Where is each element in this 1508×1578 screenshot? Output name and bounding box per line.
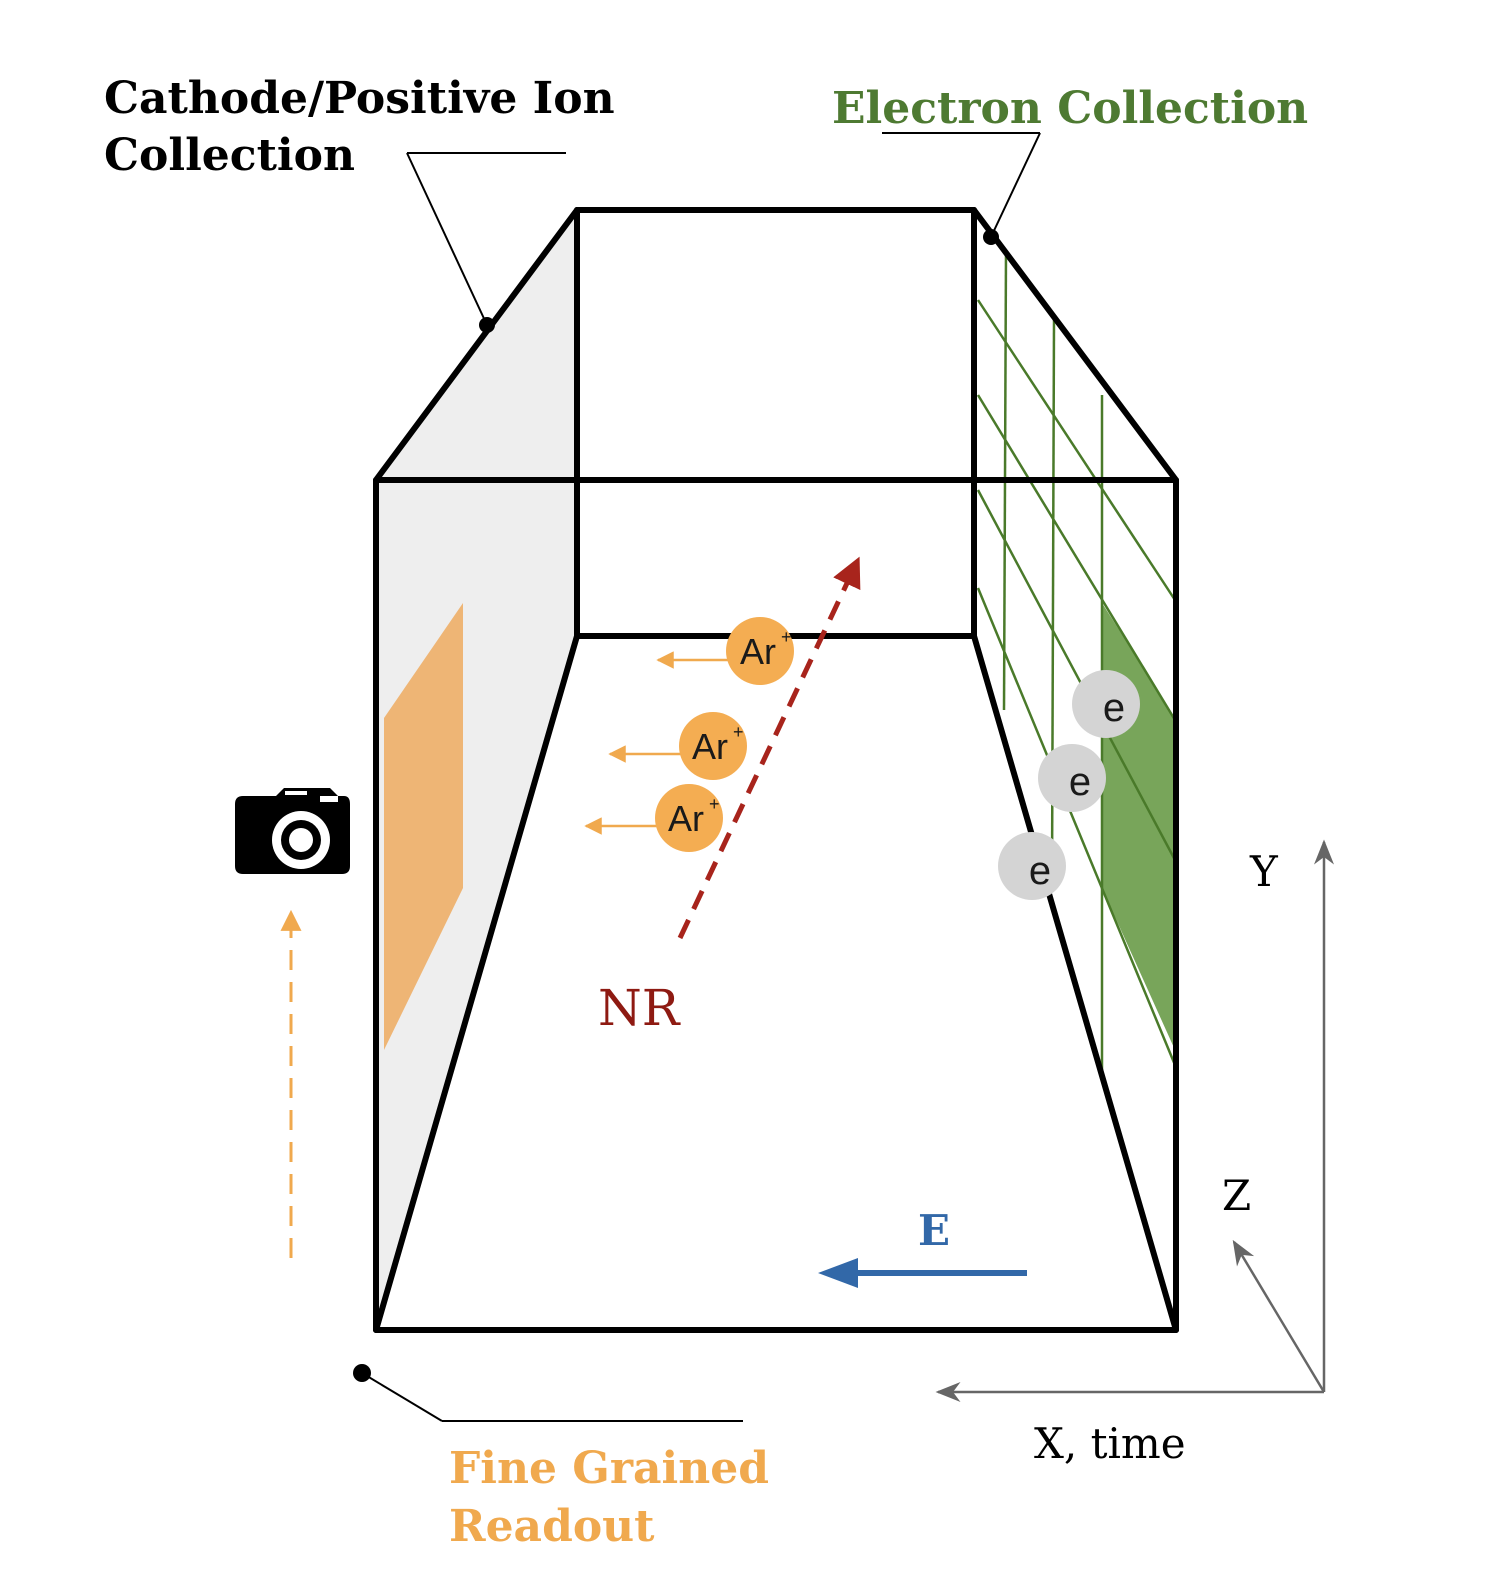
ion-ar-2: Ar +: [679, 712, 747, 780]
fine-readout-label-line1: Fine Grained: [449, 1443, 769, 1494]
fine-readout-patch: [384, 603, 463, 1050]
axis-y-label: Y: [1249, 847, 1279, 896]
nr-track-arrow: [677, 556, 861, 940]
detector-frame: [373, 207, 1179, 1333]
axis-z-label: Z: [1222, 1171, 1251, 1220]
svg-text:Ar: Ar: [740, 631, 776, 672]
axis-z: [1232, 1239, 1326, 1393]
ion-ar-3: Ar +: [655, 784, 723, 852]
cathode-label-line2: Collection: [104, 130, 355, 181]
axis-x-label: X, time: [1034, 1419, 1186, 1468]
nr-label: NR: [598, 979, 681, 1037]
svg-text:+: +: [781, 627, 792, 647]
field-label: E: [918, 1206, 950, 1255]
svg-text:+: +: [733, 722, 744, 742]
svg-text:+: +: [709, 794, 720, 814]
cathode-callout-dot: [479, 317, 495, 333]
svg-text:e: e: [1029, 849, 1051, 893]
electron-callout: [882, 132, 1041, 238]
svg-text:e: e: [1103, 686, 1125, 730]
electron-callout-dot: [983, 229, 999, 245]
field-arrow: [818, 1258, 1027, 1288]
axes: [935, 839, 1334, 1402]
cathode-callout: [406, 152, 566, 326]
svg-text:Ar: Ar: [668, 798, 704, 839]
cathode-panel: [376, 210, 577, 1330]
electron-collection-label: Electron Collection: [832, 83, 1308, 134]
fine-readout-callout: [361, 1372, 743, 1422]
camera-icon: [235, 788, 350, 874]
electron-readout-patch: [1102, 603, 1175, 1050]
fine-readout-label-line2: Readout: [449, 1501, 655, 1552]
svg-text:Ar: Ar: [692, 726, 728, 767]
electron-1: e: [1072, 670, 1140, 738]
fine-readout-callout-dot: [353, 1364, 371, 1382]
electron-2: e: [1038, 744, 1106, 812]
ion-drift-arrows: [584, 651, 735, 835]
cathode-label-line1: Cathode/Positive Ion: [104, 73, 615, 124]
ion-ar-1: Ar +: [726, 617, 794, 685]
electron-3: e: [998, 832, 1066, 900]
svg-text:e: e: [1069, 760, 1091, 804]
